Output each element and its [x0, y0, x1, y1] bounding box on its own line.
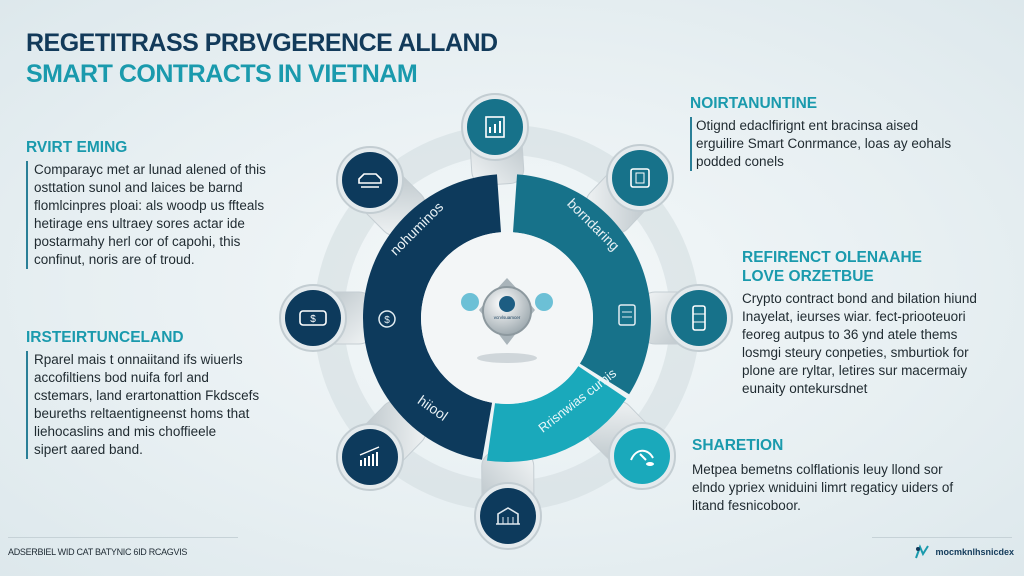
block-heading: SHARETION	[692, 437, 784, 454]
globe-icon	[499, 296, 515, 312]
ring-segments	[362, 174, 651, 462]
text-line: liehocaslins and mis choffieele	[34, 424, 217, 439]
text-line: losmgi steury conpeties, smburtiok for	[742, 345, 969, 360]
footer-logo: mocmknlhsnicdex	[914, 544, 1014, 560]
text-line: erguilire Smart Conrmance, loas ay eohal…	[696, 136, 952, 151]
text-line: hetirage ens ultraey sores actar ide	[34, 216, 245, 231]
block-body: Metpea bemetns colflationis leuy llond s…	[692, 461, 1022, 515]
node-bar-chart[interactable]	[336, 423, 404, 491]
badge-leaf-left-icon	[461, 293, 479, 311]
text-line: Comparayc met ar lunad alened of this	[34, 162, 266, 177]
ring-inner-icon-left: $	[378, 310, 396, 328]
segment-teal	[512, 174, 651, 395]
footer-divider-right	[872, 537, 1012, 538]
node-money[interactable]: $	[279, 284, 347, 352]
heading-line: REFIRENCT OLENAAHE	[742, 249, 922, 266]
text-line: accofiltiens bod nuifa forl and	[34, 370, 209, 385]
info-block-right-2: REFIRENCT OLENAAHE LOVE ORZETBUE Crypto c…	[742, 248, 1022, 398]
block-heading: IRSTEIRTUNCELAND	[26, 329, 184, 346]
badge-leaf-right-icon	[535, 293, 553, 311]
title-line-2: SMART CONTRACTS IN VIETNAM	[26, 60, 418, 88]
node-handshake[interactable]	[608, 422, 676, 490]
block-heading: RVIRT EMING	[26, 139, 128, 156]
info-block-right-1: NOIRTANUNTINE Otignd edaclfirignt ent br…	[690, 94, 1020, 171]
segment-navy	[362, 174, 502, 460]
block-body: Rparel mais t onnaiitand ifs wiuerls acc…	[26, 351, 326, 459]
block-body: Crypto contract bond and bilation hiund …	[742, 290, 1022, 398]
info-block-left-2: IRSTEIRTUNCELAND Rparel mais t onnaiitan…	[26, 328, 326, 459]
center-badge: vcrvlsuamcer	[461, 278, 553, 363]
text-line: litand fesnicoboor.	[692, 498, 801, 513]
segment-cyan	[486, 366, 627, 462]
badge-text: vcrvlsuamcer	[494, 315, 521, 320]
svg-text:$: $	[310, 314, 316, 325]
text-line: Crypto contract bond and bilation hiund	[742, 291, 977, 306]
text-line: Otignd edaclfirignt ent bracinsa aised	[696, 118, 919, 133]
heading-line: LOVE ORZETBUE	[742, 268, 874, 285]
money-icon: $	[299, 310, 327, 326]
node-tablet[interactable]	[606, 144, 674, 212]
logo-mark-icon	[915, 544, 930, 559]
text-line: beureths reltaentigneenst homs that	[34, 406, 250, 421]
text-line: plone are ryltar, letires sur macermaiy	[742, 363, 968, 378]
document-chart-icon	[485, 116, 505, 138]
tablet-icon	[630, 168, 650, 188]
title-line-1: REGETITRASS PRBVGERENCE ALLAND	[26, 29, 498, 57]
text-line: elndo ypriex wniduini limrt regaticy uid…	[692, 480, 954, 495]
page-title: REGETITRASS PRBVGERENCE ALLAND SMART CON…	[26, 28, 498, 90]
block-body: Otignd edaclfirignt ent bracinsa aised e…	[690, 117, 1020, 171]
footer-divider-left	[8, 537, 238, 538]
node-car[interactable]	[336, 146, 404, 214]
logo-text: mocmknlhsnicdex	[935, 547, 1014, 557]
text-line: confinut, noris are of troud.	[34, 252, 195, 267]
text-line: flomlcinpres ploai: als woodp us ffteals	[34, 198, 265, 213]
info-block-left-1: RVIRT EMING Comparayc met ar lunad alene…	[26, 138, 326, 269]
car-icon	[358, 173, 382, 188]
text-line: postarmahy herl cor of capohi, this	[34, 234, 241, 249]
node-server[interactable]	[665, 284, 733, 352]
info-block-right-3: SHARETION Metpea bemetns colflationis le…	[692, 436, 1022, 515]
text-line: Metpea bemetns colflationis leuy llond s…	[692, 462, 943, 477]
text-line: osttation sunol and laices be barnd	[34, 180, 243, 195]
text-line: eunaity ontekursdnet	[742, 381, 868, 396]
svg-text:$: $	[384, 315, 390, 326]
text-line: podded conels	[696, 154, 784, 169]
text-line: sipert aared band.	[34, 442, 143, 457]
building-icon	[496, 507, 520, 525]
text-line: cstemars, land erartonattion Fkdscefs	[34, 388, 260, 403]
text-line: Rparel mais t onnaiitand ifs wiuerls	[34, 352, 243, 367]
node-document-chart[interactable]	[461, 93, 529, 161]
text-line: feoreg autpus to 36 ynd atele thems	[742, 327, 958, 342]
handshake-icon	[630, 449, 654, 466]
text-line: Inayelat, ieurses wiar. fect-priooteuori	[742, 309, 966, 324]
bar-chart-icon	[359, 446, 380, 466]
block-body: Comparayc met ar lunad alened of this os…	[26, 161, 326, 269]
ring-inner-icon-right	[618, 304, 636, 326]
footer-caption: ADSERBIEL WID CAT BATYNIC 6ID RCAGVIS	[8, 547, 188, 557]
block-heading: NOIRTANUNTINE	[690, 95, 818, 112]
node-building[interactable]	[474, 482, 542, 550]
server-icon	[692, 305, 706, 331]
block-heading: REFIRENCT OLENAAHE LOVE ORZETBUE	[742, 248, 1022, 286]
